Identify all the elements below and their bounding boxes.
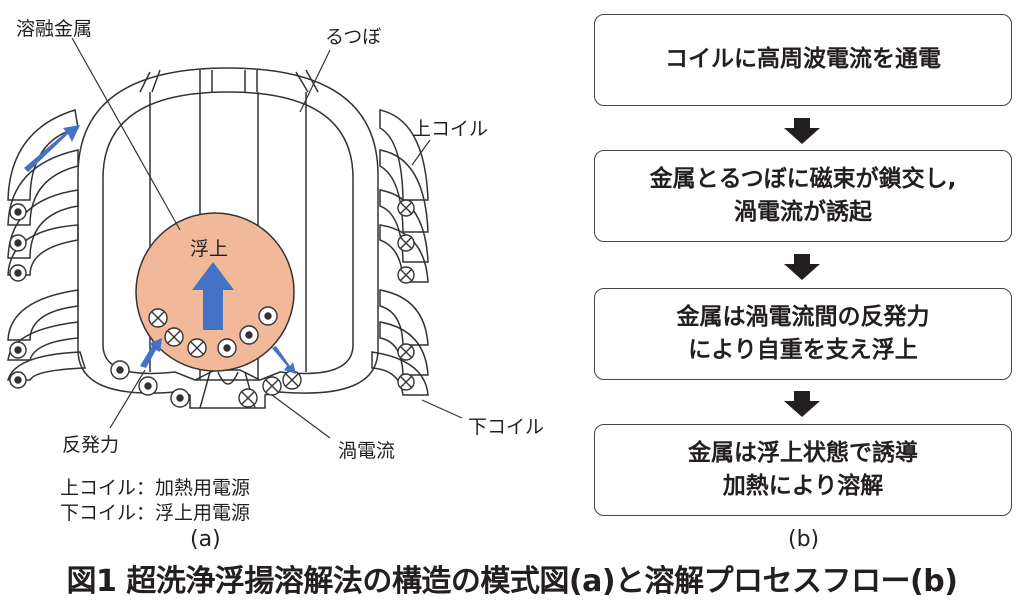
leader-eddy [271, 394, 331, 439]
label-lower-coil: 下コイル [468, 416, 545, 438]
flow-arrow-icon [784, 391, 820, 417]
label-eddy-current: 渦電流 [338, 440, 396, 462]
label-molten-metal: 溶融金属 [16, 18, 93, 40]
label-levitation: 浮上 [190, 238, 229, 260]
flow-step-2-line2: 渦電流が誘起 [734, 199, 872, 225]
sublabel-b: (b) [788, 527, 820, 552]
figure-caption: 図1 超洗浄浮揚溶解法の構造の模式図(a)と溶解プロセスフロー(b) [66, 564, 958, 599]
rotation-arrow [24, 125, 80, 172]
flow-step-2: 金属とるつぼに磁束が鎖交し, 渦電流が誘起 [594, 150, 1012, 242]
flow-step-1: コイルに高周波電流を通電 [594, 14, 1012, 106]
legend-line-2: 下コイル：浮上用電源 [60, 502, 251, 524]
reaction-arrow-right [272, 346, 296, 374]
legend-line-1: 上コイル：加熱用電源 [60, 477, 251, 499]
leader-upper-coil [411, 139, 431, 166]
lower-coil-right [371, 289, 429, 396]
leader-molten-metal [71, 37, 181, 231]
levitation-melting-diagram [7, 37, 463, 439]
lower-coil-left [7, 289, 87, 381]
flow-step-3: 金属は渦電流間の反発力 により自重を支え浮上 [594, 288, 1012, 380]
flow-step-4-line1: 金属は浮上状態で誘導 [688, 439, 918, 466]
flow-step-1-line1: コイルに高周波電流を通電 [665, 46, 941, 73]
reaction-arrow-left [140, 338, 162, 368]
coil-current-symbols [9, 199, 415, 391]
leader-crucible [299, 49, 331, 113]
levitation-arrow [192, 262, 234, 330]
upper-coil-left [7, 109, 79, 276]
crucible-slit [139, 69, 319, 93]
flow-arrow-icon [784, 254, 820, 280]
flow-step-3-line1: 金属は渦電流間の反発力 [676, 303, 930, 330]
flow-step-4: 金属は浮上状態で誘導 加熱により溶解 [594, 424, 1012, 516]
crucible-inner [102, 91, 354, 381]
flow-step-3-line2: により自重を支え浮上 [688, 337, 918, 363]
sublabel-a: (a) [190, 527, 221, 552]
leader-reaction [109, 369, 146, 429]
label-crucible: るつぼ [325, 26, 382, 48]
flow-step-4-line2: 加熱により溶解 [722, 473, 884, 499]
eddy-current-symbols [110, 306, 302, 408]
label-reaction-force: 反発力 [62, 434, 120, 456]
leader-lower-coil [421, 399, 463, 419]
flow-step-2-line1: 金属とるつぼに磁束が鎖交し, [649, 165, 957, 192]
force-arrows [24, 125, 296, 374]
flow-arrow-icon [784, 118, 820, 144]
label-upper-coil: 上コイル [412, 118, 489, 140]
